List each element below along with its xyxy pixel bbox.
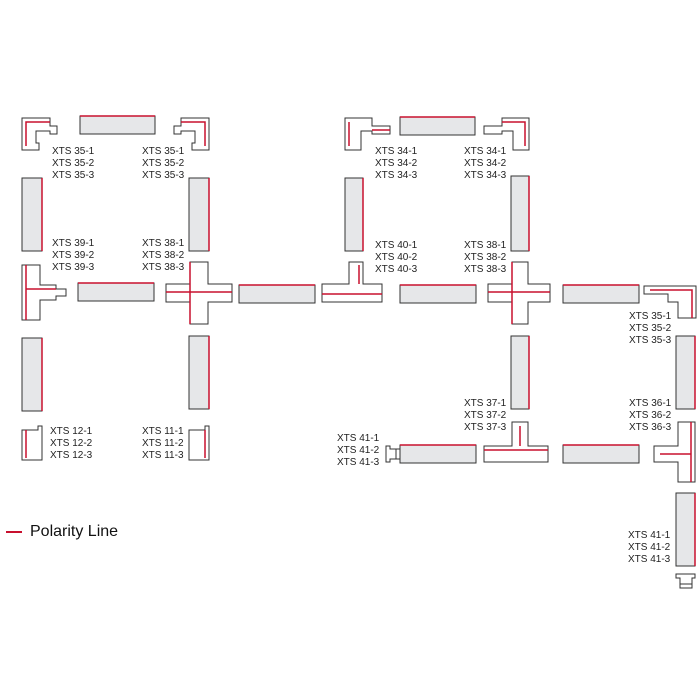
straight-track-v-far-right-lower [675, 492, 696, 567]
end-cap-middle [188, 425, 210, 461]
straight-track-v-center-upper [344, 177, 364, 252]
part-label-group: XTS 40-1 XTS 40-2 XTS 40-3 [375, 240, 417, 276]
part-label: XTS 39-2 [52, 250, 95, 261]
part-label-group: XTS 34-1 XTS 34-2 XTS 34-3 [464, 146, 506, 182]
x-connector-left [165, 261, 233, 325]
part-label: XTS 34-2 [375, 158, 418, 169]
part-label-group: XTS 37-1 XTS 37-2 XTS 37-3 [464, 398, 506, 434]
part-label: XTS 36-2 [629, 410, 672, 421]
straight-track-v-right-upper [510, 175, 530, 252]
part-label-group: XTS 35-1 XTS 35-2 XTS 35-3 [52, 146, 94, 182]
part-label: XTS 35-2 [52, 158, 95, 169]
part-label-group: XTS 41-1 XTS 41-2 XTS 41-3 [628, 530, 670, 566]
part-label: XTS 41-1 [337, 433, 380, 444]
part-label: XTS 41-2 [337, 445, 380, 456]
part-label-group: XTS 35-1 XTS 35-2 XTS 35-3 [629, 311, 671, 347]
end-cap-horizontal [385, 445, 401, 463]
part-label: XTS 34-3 [464, 170, 507, 181]
part-label: XTS 40-1 [375, 240, 418, 251]
straight-track-v-left-upper [21, 177, 43, 252]
part-label: XTS 37-3 [464, 422, 507, 433]
t-connector-right [653, 421, 696, 483]
straight-track-h-mid-left [77, 282, 155, 302]
part-label: XTS 38-3 [142, 262, 185, 273]
part-label: XTS 36-3 [629, 422, 672, 433]
part-label: XTS 35-2 [142, 158, 185, 169]
straight-track-h-top-right [399, 116, 476, 136]
part-label: XTS 11-1 [142, 426, 184, 437]
part-label: XTS 41-3 [337, 457, 380, 468]
part-label: XTS 34-2 [464, 158, 507, 169]
t-connector-bottom-center [483, 421, 549, 463]
part-label: XTS 35-2 [629, 323, 672, 334]
part-label: XTS 11-3 [142, 450, 184, 461]
end-cap-vertical [675, 573, 696, 589]
part-label: XTS 41-1 [628, 530, 671, 541]
part-label: XTS 12-3 [50, 450, 93, 461]
part-label-group: XTS 41-1 XTS 41-2 XTS 41-3 [337, 433, 379, 469]
l-corner-connector-top-center [344, 117, 391, 151]
part-label: XTS 11-2 [142, 438, 184, 449]
part-label-group: XTS 34-1 XTS 34-2 XTS 34-3 [375, 146, 417, 182]
part-label: XTS 39-1 [52, 238, 95, 249]
part-label: XTS 38-2 [142, 250, 185, 261]
straight-track-h-top-left [79, 115, 156, 135]
l-corner-connector-far-right [643, 285, 697, 319]
part-label-group: XTS 39-1 XTS 39-2 XTS 39-3 [52, 238, 94, 274]
straight-track-v-left-lower [21, 337, 43, 412]
part-label: XTS 34-1 [375, 146, 418, 157]
part-label: XTS 35-3 [629, 335, 672, 346]
straight-track-v-right-mid [510, 335, 530, 410]
part-label: XTS 37-1 [464, 398, 507, 409]
part-label-group: XTS 11-1 XTS 11-2 XTS 11-3 [142, 426, 184, 462]
straight-track-v-far-right-upper [675, 335, 696, 410]
part-label: XTS 12-2 [50, 438, 93, 449]
part-label: XTS 35-1 [142, 146, 185, 157]
l-corner-connector-top-right [483, 117, 530, 151]
legend-label: Polarity Line [30, 523, 119, 540]
part-label: XTS 35-1 [52, 146, 95, 157]
straight-track-h-bottom-left [399, 444, 477, 464]
part-label-group: XTS 35-1 XTS 35-2 XTS 35-3 [142, 146, 184, 182]
part-label-group: XTS 12-1 XTS 12-2 XTS 12-3 [50, 426, 92, 462]
part-label-group: XTS 36-1 XTS 36-2 XTS 36-3 [629, 398, 671, 434]
polarity-line-swatch [6, 531, 22, 533]
part-label: XTS 38-1 [464, 240, 507, 251]
part-label: XTS 34-1 [464, 146, 507, 157]
part-label: XTS 41-2 [628, 542, 671, 553]
straight-track-v-mid-upper [188, 177, 210, 252]
part-label-group: XTS 38-1 XTS 38-2 XTS 38-3 [142, 238, 184, 274]
part-label: XTS 40-3 [375, 264, 418, 275]
part-label: XTS 40-2 [375, 252, 418, 263]
straight-track-h-bottom-right [562, 444, 640, 464]
legend: Polarity Line [6, 523, 118, 541]
part-label: XTS 36-1 [629, 398, 672, 409]
end-cap-left [21, 425, 43, 461]
part-label: XTS 12-1 [50, 426, 93, 437]
part-label: XTS 38-2 [464, 252, 507, 263]
t-connector-left [21, 264, 67, 321]
part-label: XTS 35-1 [629, 311, 672, 322]
part-label: XTS 38-3 [464, 264, 507, 275]
part-label: XTS 39-3 [52, 262, 95, 273]
straight-track-h-mid-center [238, 284, 316, 304]
l-corner-connector-top-middle [173, 117, 210, 151]
straight-track-h-far-right [562, 284, 640, 304]
l-corner-connector-top-left [21, 117, 58, 151]
part-label: XTS 41-3 [628, 554, 671, 565]
straight-track-v-mid-lower [188, 335, 210, 410]
straight-pieces [21, 115, 696, 567]
part-label-group: XTS 38-1 XTS 38-2 XTS 38-3 [464, 240, 506, 276]
t-connector-center [321, 261, 383, 303]
straight-track-h-mid-right [399, 284, 477, 304]
x-connector-right [487, 261, 551, 325]
part-label: XTS 35-3 [52, 170, 95, 181]
part-label: XTS 38-1 [142, 238, 185, 249]
part-label: XTS 34-3 [375, 170, 418, 181]
part-label: XTS 35-3 [142, 170, 185, 181]
part-label: XTS 37-2 [464, 410, 507, 421]
